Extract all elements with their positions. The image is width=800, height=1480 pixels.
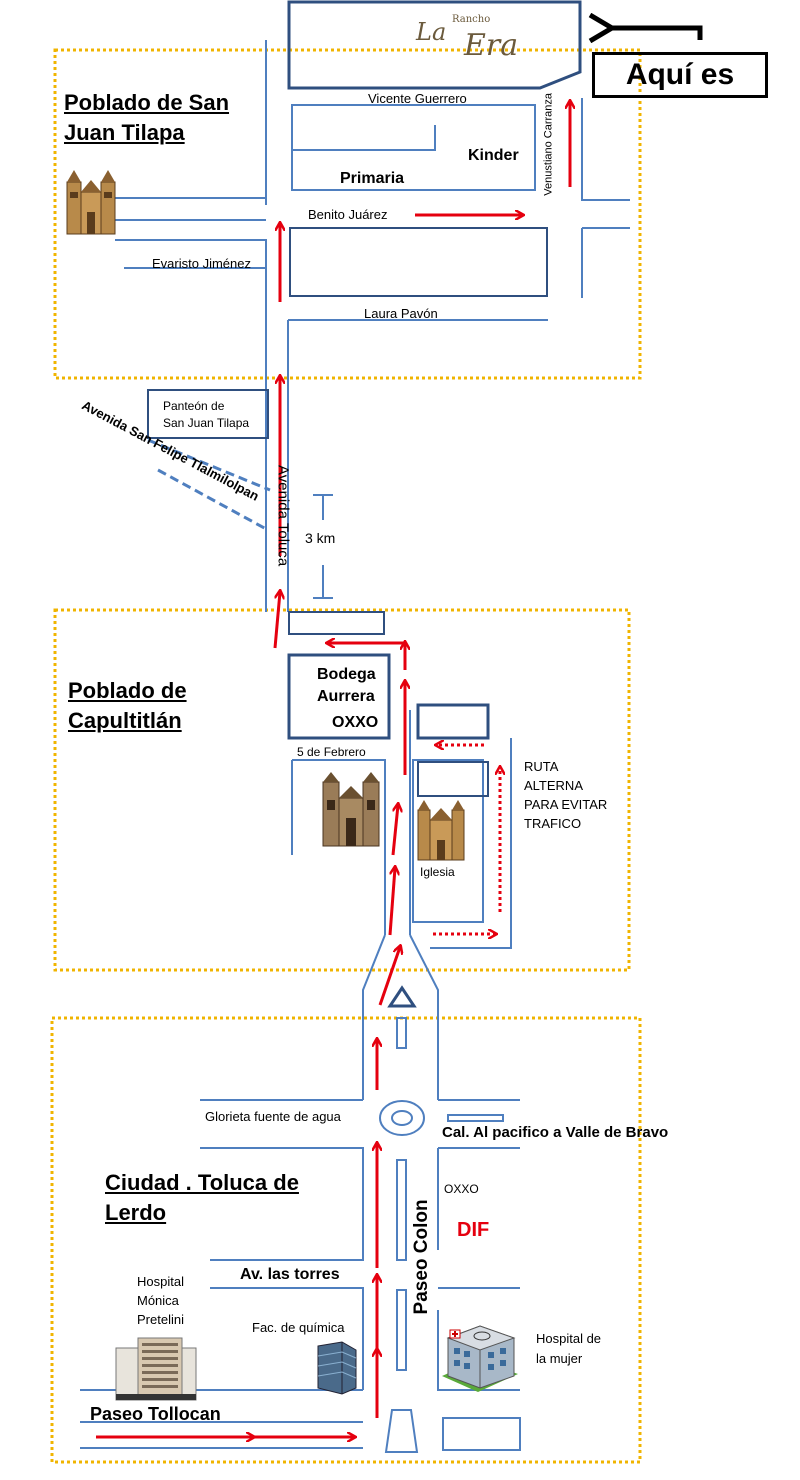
street-benito-juarez: Benito Juárez	[308, 207, 388, 222]
distance-label: 3 km	[305, 530, 336, 546]
street-avenida-toluca: Avenida Toluca	[274, 465, 292, 567]
place-hospital-monica-line2: Mónica	[137, 1293, 179, 1308]
place-bodega-line2: Aurrera	[317, 688, 375, 705]
alt-route-line4: TRAFICO	[524, 816, 582, 831]
street-vicente-guerrero: Vicente Guerrero	[368, 91, 467, 106]
street-laura-pavon: Laura Pavón	[364, 306, 438, 321]
street-av-las-torres: Av. las torres	[240, 1266, 340, 1283]
street-calzada-pacifico: Cal. Al pacifico a Valle de Bravo	[442, 1124, 669, 1141]
here-label: Aquí es	[592, 52, 768, 98]
place-bodega-line1: Bodega	[317, 666, 376, 683]
street-glorieta-fuente: Glorieta fuente de agua	[205, 1109, 341, 1124]
place-kinder: Kinder	[468, 147, 519, 164]
place-fac-quimica: Fac. de química	[252, 1320, 345, 1335]
place-hospital-mujer-line1: Hospital de	[536, 1331, 602, 1346]
la-era-property	[287, 0, 582, 90]
block-capultitlan-entrance	[288, 611, 385, 635]
route-arrows	[96, 102, 570, 1437]
region-title-toluca: Ciudad . Toluca de Lerdo	[105, 1170, 299, 1225]
place-dif: DIF	[457, 1219, 490, 1241]
place-hospital-monica-line3: Pretelini	[137, 1312, 184, 1327]
medians	[384, 1017, 504, 1453]
region-title-san-juan: Poblado de San Juan Tilapa	[64, 90, 230, 145]
region-title-capultitlan: Poblado de Capultitlán	[68, 678, 187, 733]
church-icon	[322, 772, 380, 847]
rancho-la-era-logo: La Rancho Era	[408, 12, 558, 70]
logo-text-rancho: Rancho	[452, 14, 491, 25]
logo-text-era: Era	[464, 28, 519, 63]
block-benito-juarez	[289, 227, 548, 297]
hospital-building-icon	[115, 1337, 197, 1401]
place-hospital-mujer-line2: la mujer	[536, 1351, 583, 1366]
here-arrow	[612, 28, 703, 40]
blocks	[147, 227, 548, 797]
region-border-capultitlan	[53, 608, 631, 972]
distance-marker	[313, 494, 333, 599]
place-oxxo-capultitlan: OXXO	[332, 714, 379, 731]
street-venustiano-carranza: Venustiano Carranza	[542, 92, 555, 196]
place-primaria: Primaria	[340, 170, 405, 187]
glorieta-fuente	[379, 1100, 425, 1136]
church-icon	[417, 800, 465, 861]
block-east-2	[417, 761, 489, 797]
place-panteon-line2: San Juan Tilapa	[163, 416, 250, 430]
place-oxxo-toluca: OXXO	[444, 1182, 479, 1196]
block-bodega	[287, 653, 391, 740]
glass-building-icon	[317, 1341, 357, 1395]
alt-route-line2: ALTERNA	[524, 778, 583, 793]
block-panteon	[147, 389, 269, 439]
alt-route-line3: PARA EVITAR	[524, 797, 608, 812]
place-hospital-monica-line1: Hospital	[137, 1274, 184, 1289]
san-felipe-dashed-road	[147, 438, 271, 532]
street-paseo-colon: Paseo Colon	[411, 1199, 433, 1315]
street-paseo-tollocan: Paseo Tollocan	[90, 1404, 221, 1424]
alternate-route-arrows	[433, 745, 500, 934]
region-border-toluca	[50, 1016, 642, 1464]
logo-text-la: La	[416, 18, 447, 46]
street-5-de-febrero: 5 de Febrero	[297, 745, 366, 759]
region-borders	[50, 48, 642, 1464]
region-border-san-juan	[53, 48, 642, 380]
hospital-de-la-mujer-icon	[442, 1325, 518, 1392]
alt-route-line1: RUTA	[524, 759, 559, 774]
place-iglesia: Iglesia	[420, 865, 455, 879]
church-icon	[66, 170, 116, 235]
street-evaristo-jimenez: Evaristo Jiménez	[152, 256, 251, 271]
place-panteon-line1: Panteón de	[163, 399, 225, 413]
block-east-1	[416, 703, 490, 740]
triangle-landmark	[387, 985, 417, 1008]
